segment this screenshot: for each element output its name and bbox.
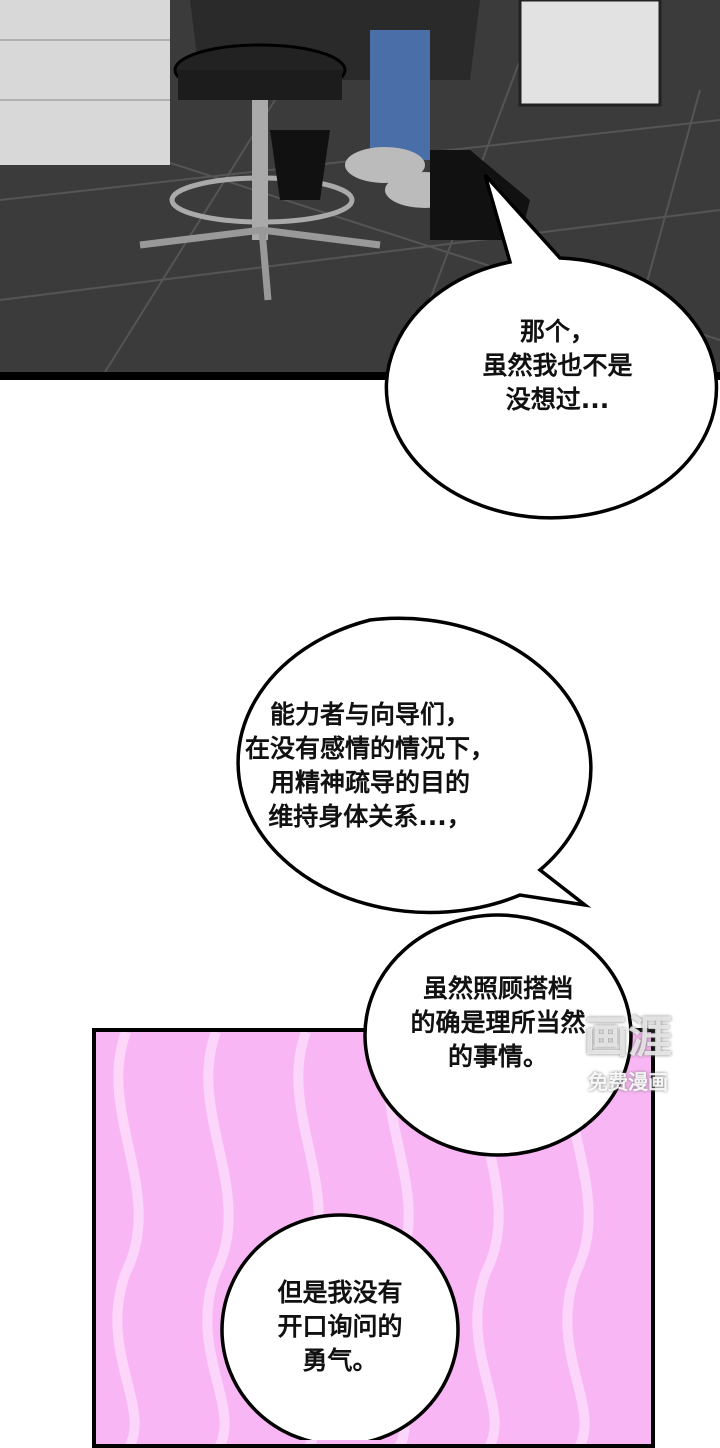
speech-bubble-4	[220, 1213, 460, 1440]
speech-bubble-3	[363, 913, 633, 1157]
watermark-logo: 画涯	[584, 1012, 672, 1063]
bubble-4-text: 但是我没有 开口询问的 勇气。	[277, 1278, 403, 1375]
bubble-3-text: 虽然照顾搭档 的确是理所当然 的事情。	[410, 974, 586, 1071]
speech-bubble-2	[236, 616, 593, 915]
bubble-1-text: 那个， 虽然我也不是 没想过...	[482, 317, 633, 414]
speech-bubble-1	[384, 173, 719, 520]
watermark: 画涯 免费漫画	[568, 1010, 688, 1095]
bubble-2-text: 能力者与向导们， 在没有感情的情况下， 用精神疏导的目的 维持身体关系...，	[244, 700, 495, 831]
comic-panel-lab-scene	[0, 0, 720, 380]
watermark-subtitle: 免费漫画	[588, 1070, 668, 1094]
